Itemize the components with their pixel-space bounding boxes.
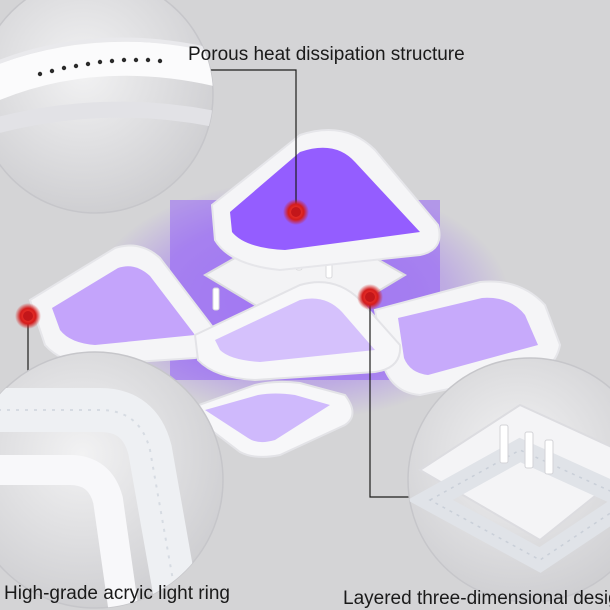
detail-circle-layered-design xyxy=(407,357,610,603)
light-ring-center xyxy=(193,281,402,382)
detail-circle-acrylic-ring xyxy=(0,351,224,609)
callout-label-heat-dissipation: Porous heat dissipation structure xyxy=(188,44,465,65)
callout-label-acrylic-ring: High-grade acryic light ring xyxy=(4,583,230,604)
detail-circle-heat-dissipation xyxy=(0,0,214,214)
light-ring-top xyxy=(210,129,441,272)
marker-top xyxy=(283,199,309,225)
light-ring-bottom xyxy=(182,380,354,458)
callout-label-layered-design: Layered three-dimensional design xyxy=(343,588,610,609)
light-ring-left xyxy=(28,244,217,367)
marker-left xyxy=(15,303,41,329)
marker-right xyxy=(357,284,383,310)
